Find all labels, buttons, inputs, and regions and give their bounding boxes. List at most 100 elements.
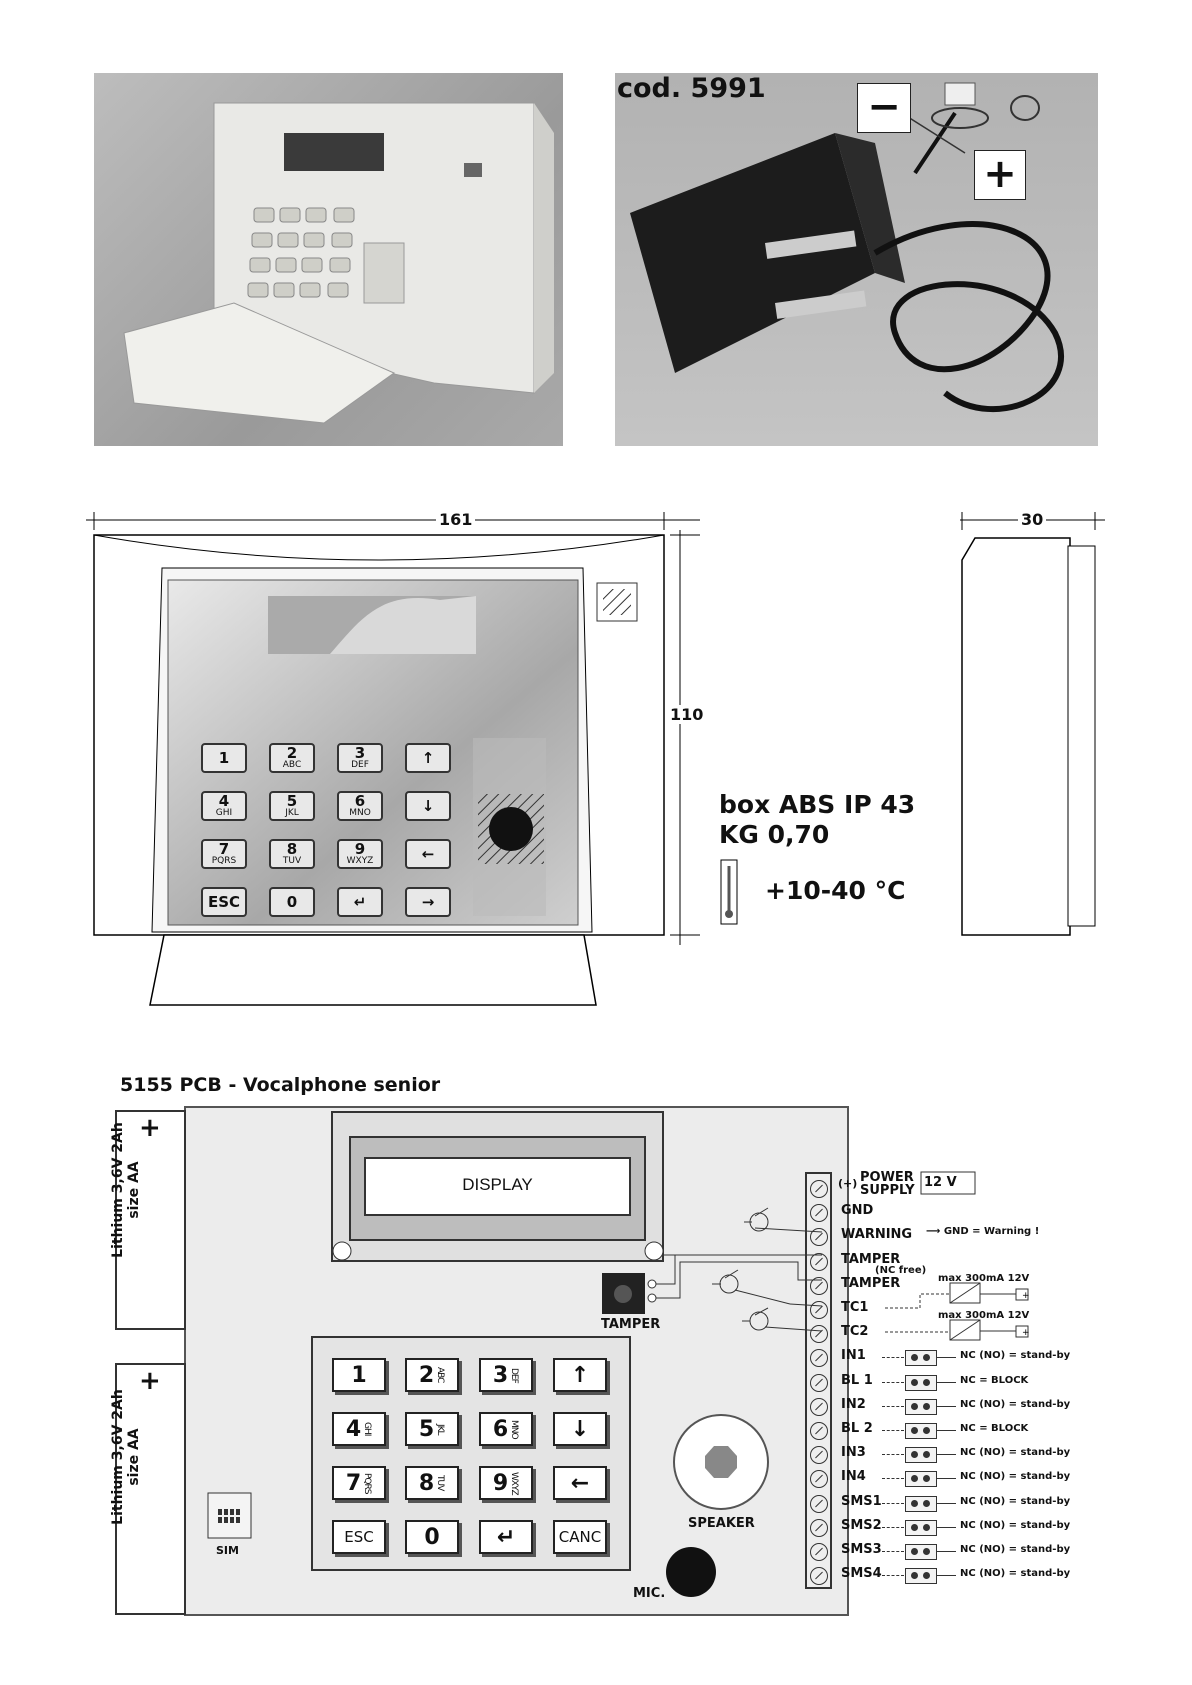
wire-solid bbox=[936, 1430, 956, 1431]
pcb-key-main: 1 bbox=[351, 1362, 367, 1388]
pcb-key-main: 6 bbox=[492, 1416, 509, 1442]
tc2-max: max 300mA 12V bbox=[938, 1310, 1030, 1321]
wire-solid bbox=[936, 1575, 956, 1577]
wire-solid bbox=[936, 1405, 956, 1407]
weight-spec: KG 0,70 bbox=[719, 820, 830, 849]
drawing-key-sub: DEF bbox=[351, 760, 369, 770]
terminal-description: NC (NO) = stand-by bbox=[960, 1568, 1071, 1580]
pcb-key: ← bbox=[553, 1466, 607, 1500]
terminal-label: TAMPER bbox=[841, 1275, 901, 1291]
pcb-key: ESC bbox=[332, 1520, 386, 1554]
pcb-key: ↵ bbox=[479, 1520, 533, 1554]
temperature-range: +10-40 °C bbox=[765, 876, 906, 905]
drawing-key-main: 8 bbox=[286, 840, 298, 858]
drawing-key: 0 bbox=[269, 887, 315, 917]
drawing-key-sub: TUV bbox=[282, 856, 302, 866]
drawing-key-main: ← bbox=[421, 844, 435, 863]
drawing-key: ↓ bbox=[405, 791, 451, 821]
pcb-key-main: 8 bbox=[418, 1470, 435, 1496]
drawing-key-sub: ABC bbox=[282, 760, 302, 770]
wire-dashed bbox=[882, 1430, 904, 1431]
minus-sign: − bbox=[857, 83, 911, 133]
pcb-key-sub: DEF bbox=[509, 1367, 520, 1383]
pcb-key-main: 0 bbox=[424, 1524, 440, 1550]
pcb-key-main: ↵ bbox=[496, 1524, 516, 1550]
terminal-label: SMS3 bbox=[841, 1542, 882, 1557]
pcb-key: ↑ bbox=[553, 1358, 607, 1392]
wire-dashed bbox=[882, 1526, 904, 1528]
power-voltage: 12 V bbox=[924, 1175, 957, 1190]
drawing-key-main: 6 bbox=[354, 792, 366, 810]
terminal-label: SMS2 bbox=[841, 1517, 882, 1533]
terminal-screw bbox=[810, 1228, 828, 1247]
warning-note: ⟶ GND = Warning ! bbox=[926, 1226, 1040, 1237]
battery2-plus: + bbox=[139, 1366, 161, 1396]
power-label-1: POWER bbox=[860, 1170, 914, 1185]
contact-jumper bbox=[905, 1423, 937, 1439]
terminal-description: NC (NO) = stand-by bbox=[960, 1495, 1071, 1507]
drawing-key-main: 5 bbox=[286, 792, 298, 810]
front-drawing: 161 110 30 box ABS IP 43 KG 0,70 +10-40 … bbox=[0, 500, 1192, 1020]
power-supply-drawing bbox=[630, 82, 1064, 412]
plus-sign: + bbox=[974, 150, 1026, 200]
wire-dashed bbox=[882, 1478, 904, 1480]
drawing-key: ESC bbox=[201, 887, 247, 917]
pcb-key-main: CANC bbox=[558, 1528, 602, 1546]
pcb-key: CANC bbox=[553, 1520, 607, 1554]
battery2-label: Lithium 3,6V 2Ah size AA bbox=[110, 1357, 142, 1557]
height-dimension: 110 bbox=[670, 705, 704, 724]
mic-label: MIC. bbox=[633, 1586, 666, 1601]
drawing-key: ↵ bbox=[337, 887, 383, 917]
device-photo-drawing bbox=[123, 102, 554, 424]
wire-solid bbox=[936, 1551, 956, 1552]
terminal-description: NC (NO) = stand-by bbox=[960, 1350, 1071, 1362]
drawing-key-main: 9 bbox=[354, 840, 366, 858]
drawing-key: → bbox=[405, 887, 451, 917]
wire-solid bbox=[936, 1381, 956, 1383]
depth-dimension: 30 bbox=[1018, 510, 1047, 529]
contact-jumper bbox=[905, 1568, 937, 1585]
terminal-screw bbox=[810, 1470, 828, 1489]
pcb-key-sub: TUV bbox=[435, 1475, 446, 1491]
tamper-label: TAMPER bbox=[601, 1317, 661, 1332]
terminal-label: SMS4 bbox=[841, 1566, 882, 1582]
contact-jumper bbox=[905, 1495, 937, 1512]
drawing-key-sub: GHI bbox=[215, 808, 233, 818]
power-prefix: (+) bbox=[838, 1177, 858, 1190]
terminal-label: IN3 bbox=[841, 1445, 866, 1461]
drawing-key-sub: PQRS bbox=[211, 856, 237, 866]
pcb-key: ↓ bbox=[553, 1412, 607, 1446]
terminal-description: NC (NO) = stand-by bbox=[960, 1544, 1071, 1555]
contact-jumper bbox=[905, 1471, 937, 1488]
terminal-description: NC (NO) = stand-by bbox=[960, 1471, 1071, 1483]
drawing-key: ↑ bbox=[405, 743, 451, 773]
pcb-title: 5155 PCB - Vocalphone senior bbox=[120, 1074, 441, 1096]
battery1-line2: size AA bbox=[126, 1161, 142, 1219]
battery2-line2: size AA bbox=[126, 1428, 142, 1486]
relay-plus-2: + bbox=[1022, 1328, 1030, 1338]
terminal-label: IN2 bbox=[841, 1396, 866, 1412]
terminal-screw bbox=[810, 1422, 828, 1440]
contact-jumper bbox=[905, 1350, 937, 1367]
battery2-line1: Lithium 3,6V 2Ah bbox=[110, 1389, 126, 1525]
wire-dashed bbox=[882, 1575, 904, 1577]
wire-dashed bbox=[882, 1381, 904, 1383]
terminal-screw bbox=[810, 1252, 828, 1271]
terminal-screw bbox=[810, 1349, 828, 1368]
drawing-key-main: ↵ bbox=[353, 892, 367, 911]
pcb-key-main: 7 bbox=[345, 1470, 362, 1496]
power-supply-photo: cod. 5991 − + bbox=[615, 73, 1098, 446]
terminal-screw bbox=[810, 1567, 828, 1586]
wire-dashed bbox=[882, 1357, 904, 1359]
drawing-key-main: 2 bbox=[286, 744, 298, 762]
pcb-key-main: 3 bbox=[492, 1362, 509, 1388]
